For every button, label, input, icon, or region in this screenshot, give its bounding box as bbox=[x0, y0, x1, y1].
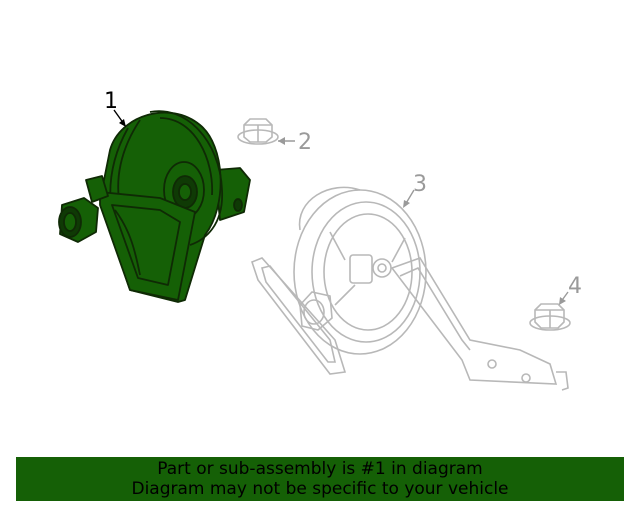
callout-1: 1 bbox=[104, 89, 126, 127]
callout-3-label: 3 bbox=[413, 172, 427, 197]
callout-4: 4 bbox=[559, 274, 582, 305]
callout-2: 2 bbox=[278, 130, 312, 155]
callout-1-label: 1 bbox=[104, 89, 118, 114]
callout-2-label: 2 bbox=[298, 130, 312, 155]
banner-line-2: Diagram may not be specific to your vehi… bbox=[131, 479, 509, 499]
info-banner: Part or sub-assembly is #1 in diagram Di… bbox=[16, 457, 624, 501]
part-3-horn-assembly bbox=[251, 186, 569, 391]
banner-line-1: Part or sub-assembly is #1 in diagram bbox=[157, 459, 483, 479]
callout-4-label: 4 bbox=[568, 274, 582, 299]
part-1-horn bbox=[58, 110, 251, 303]
part-4-nut bbox=[529, 303, 571, 331]
part-2-nut bbox=[237, 118, 279, 145]
callout-3: 3 bbox=[403, 172, 427, 208]
